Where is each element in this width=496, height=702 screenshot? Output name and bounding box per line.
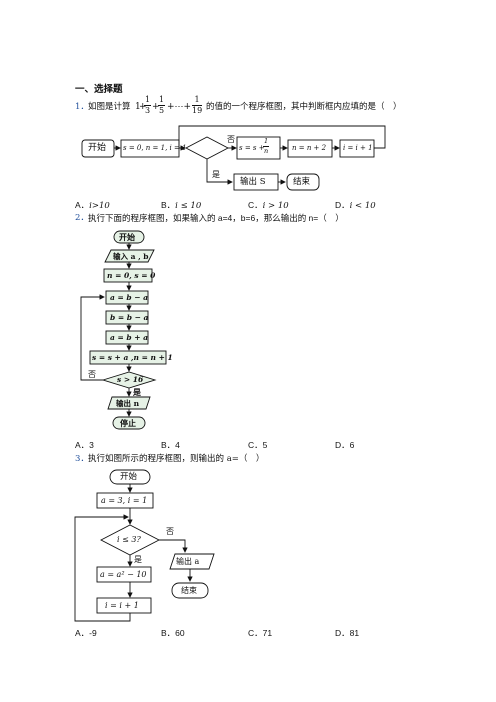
q2-option-c[interactable]: C．5 — [248, 440, 268, 450]
q1-start-box — [81, 139, 115, 158]
q2-output-box — [107, 396, 151, 410]
q2-init-label: n = 0, s = 0 — [107, 271, 156, 280]
q3-end-label: 结束 — [181, 586, 197, 595]
q3-start-label: 开始 — [120, 472, 138, 482]
q2-no-label: 否 — [88, 370, 96, 379]
q1-update-n-box — [287, 139, 333, 158]
q2-end-label: 停止 — [120, 418, 136, 428]
q2-step1-box — [105, 290, 149, 305]
q2-cond-label: s > 16 — [117, 375, 144, 384]
q1-end-label: 结束 — [293, 177, 311, 187]
q2-option-a[interactable]: A．3 — [75, 440, 94, 450]
q3-step1-label: a = a² − 10 — [100, 570, 147, 579]
q2-step2-box — [105, 310, 149, 325]
q1-init-label: s = 0, n = 1, i = 1 — [123, 144, 187, 152]
q1-start-label: 开始 — [88, 143, 107, 153]
q3-step1-box — [96, 566, 152, 583]
q2-step3-box — [105, 330, 149, 345]
q2-start-label: 开始 — [119, 232, 135, 242]
q2-yes-label: 是 — [133, 387, 141, 397]
q3-yes-label: 是 — [134, 555, 142, 564]
q1-text-after: 的值的一个程序框图，其中判断框内应填的是（ ） — [206, 102, 402, 112]
q2-step2-label: b = b − a — [110, 313, 149, 322]
q2-step3-label: a = b + a — [110, 333, 148, 342]
q1-text-before: 如图是计算 — [88, 102, 131, 112]
q2-step4-label: s = s + a ,n = n + 1 — [92, 353, 173, 362]
q1-yes-label: 是 — [212, 170, 220, 179]
q1-no-label: 否 — [227, 135, 235, 144]
q3-option-d[interactable]: D．81 — [335, 628, 360, 638]
q1-option-d[interactable]: D．i < 10 — [335, 200, 376, 211]
q2-end-box — [112, 416, 146, 430]
q3-output-label: 输出 a — [176, 557, 200, 566]
q3-option-a[interactable]: A．-9 — [75, 628, 97, 638]
q2-text: 执行下面的程序框图，如果输入的 a=4，b=6，那么输出的 n=（ ） — [88, 213, 344, 223]
q3-text: 执行如图所示的程序框图，则输出的 a=（ ） — [88, 454, 265, 464]
q1-update-i-label: i = i + 1 — [343, 144, 373, 152]
q1-update-n-label: n = n + 2 — [292, 144, 327, 152]
q1-init-box — [120, 139, 180, 158]
q3-end-box — [171, 582, 209, 599]
q2-output-label: 输出 n — [116, 399, 140, 408]
section-title: 一、选择题 — [75, 84, 123, 95]
q1-update-i-box — [339, 139, 375, 158]
q1-expr-plus-1: + — [139, 102, 147, 112]
q1-option-c[interactable]: C．i > 10 — [248, 200, 289, 211]
q1-update-s-label: s = s + — [239, 144, 265, 152]
q3-cond-label: i ≤ 3? — [117, 535, 141, 544]
q1-option-b[interactable]: B．i ≤ 10 — [161, 200, 202, 211]
q1-option-a[interactable]: A．i>10 — [75, 200, 110, 211]
q1-number: 1． — [75, 102, 89, 112]
q1-end-box — [286, 173, 320, 191]
q2-input-label: 输入 a , b — [113, 252, 149, 261]
q3-init-label: a = 3, i = 1 — [101, 496, 148, 505]
q1-output-label: 输出 S — [240, 177, 266, 187]
q1-expr-plus-2: + — [152, 102, 160, 112]
q1-expr-1: 1 — [135, 102, 141, 112]
q2-option-b[interactable]: B．4 — [161, 440, 180, 450]
q3-step2-box — [96, 597, 152, 614]
q3-no-label: 否 — [166, 527, 174, 536]
q2-step4-box — [89, 350, 167, 365]
q3-option-b[interactable]: B．60 — [161, 628, 185, 638]
q2-init-box — [103, 268, 153, 283]
q2-step1-label: a = b − a — [110, 293, 148, 302]
q3-number: 3． — [75, 454, 89, 464]
q3-option-c[interactable]: C．71 — [248, 628, 273, 638]
q3-step2-label: i = i + 1 — [105, 601, 139, 610]
q3-output-box — [169, 553, 215, 570]
q2-option-d[interactable]: D．6 — [335, 440, 355, 450]
q2-number: 2． — [75, 213, 89, 223]
q2-cond-diamond — [101, 371, 157, 389]
q1-expr-plus-3: +⋯+ — [167, 102, 192, 112]
q3-init-box — [96, 492, 154, 509]
q2-input-box — [104, 249, 155, 263]
